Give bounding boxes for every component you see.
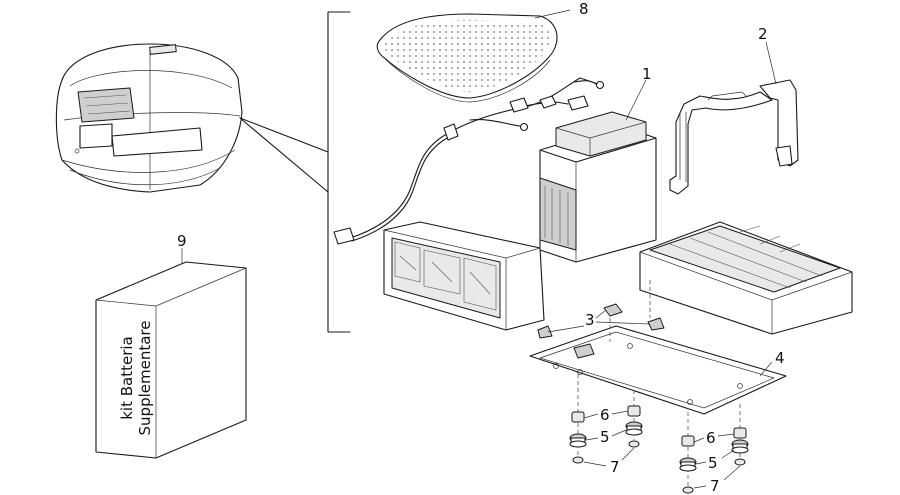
callout-6-right: 6 [706, 429, 716, 447]
part-8-pad [376, 9, 571, 103]
wiring-harness [333, 77, 605, 245]
callout-5-right: 5 [708, 454, 718, 472]
callout-7-right: 7 [710, 477, 720, 495]
callout-7-left: 7 [610, 458, 620, 476]
part-3-clips [537, 303, 665, 339]
callout-4: 4 [775, 349, 785, 367]
battery-tray-right [639, 221, 853, 335]
callout-1: 1 [642, 65, 652, 83]
part-4-base-plate [529, 325, 787, 415]
callout-5-left: 5 [600, 428, 610, 446]
part-1-battery [539, 79, 657, 263]
kit-box-label: kit Batteria Supplementare [118, 321, 154, 436]
top-case [55, 43, 243, 193]
fastener-stack-left [569, 405, 643, 464]
callout-6-left: 6 [600, 406, 610, 424]
battery-housing-left [383, 221, 545, 331]
fastener-leaders [583, 410, 741, 489]
group-bracket [327, 11, 351, 333]
callout-2: 2 [758, 25, 768, 43]
callout-8: 8 [579, 0, 589, 18]
callout-labels: 8 1 2 3 4 6 5 7 6 5 7 9 [177, 0, 785, 495]
part-9-kit-box [95, 248, 247, 459]
callout-9: 9 [177, 232, 187, 250]
leader-lines [239, 117, 329, 193]
callout-3: 3 [585, 311, 595, 329]
kit-box-line-2: Supplementare [136, 321, 154, 436]
kit-box-line-1: kit Batteria [118, 336, 136, 420]
part-2-strap [669, 41, 799, 195]
fastener-stack-right [679, 427, 749, 494]
